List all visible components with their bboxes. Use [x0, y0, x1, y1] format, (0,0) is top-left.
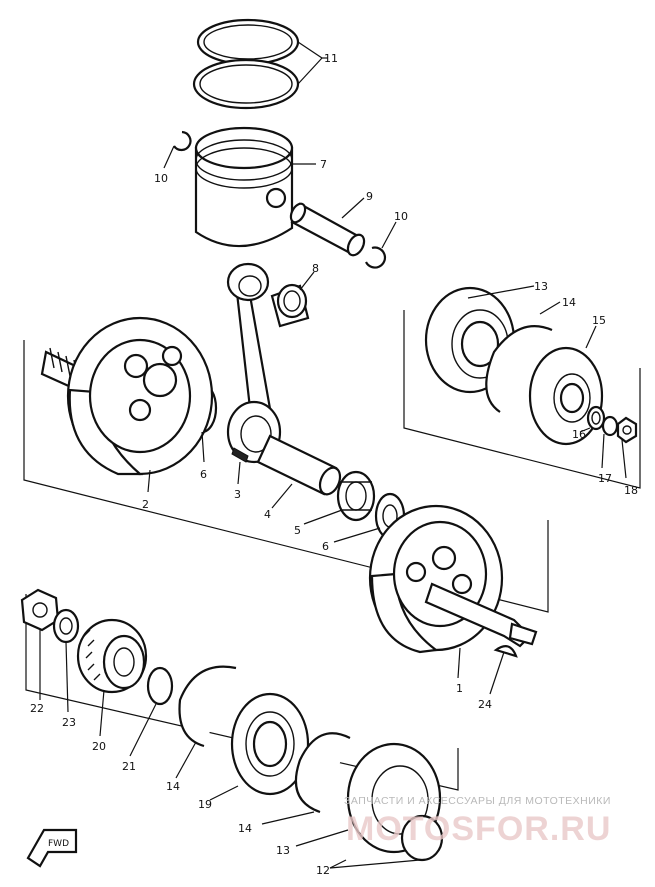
label-16: 16	[572, 428, 586, 441]
label-10-right: 10	[394, 210, 408, 223]
main-bearing-lower	[346, 742, 444, 862]
label-11: 11	[324, 52, 338, 65]
label-6-upper: 6	[200, 468, 207, 481]
label-24: 24	[478, 698, 492, 711]
circlip-left	[173, 130, 192, 152]
primary-drive-gear	[76, 618, 148, 694]
circlip-upper	[485, 325, 553, 413]
label-13-upper: 13	[534, 280, 548, 293]
crank-group-frame	[23, 340, 549, 613]
nut-upper	[616, 416, 638, 444]
piston-pin	[289, 202, 366, 257]
label-19: 19	[198, 798, 212, 811]
label-6-lower: 6	[322, 540, 329, 553]
washer-upper	[601, 415, 619, 437]
watermark-tagline: ЗАПЧАСТИ И АКСЕССУАРЫ ДЛЯ МОТОТЕХНИКИ	[344, 795, 611, 807]
small-end-bearing	[270, 283, 310, 328]
forward-arrow-marker: FWD	[26, 828, 78, 868]
label-14-lower-a: 14	[166, 780, 180, 793]
label-17: 17	[598, 472, 612, 485]
label-1: 1	[456, 682, 463, 695]
oil-seal-lower	[230, 692, 310, 796]
label-14-upper: 14	[562, 296, 576, 309]
label-15: 15	[592, 314, 606, 327]
label-8: 8	[312, 262, 319, 275]
nut-lower	[20, 588, 60, 632]
label-5: 5	[294, 524, 301, 537]
washer-lower	[52, 608, 80, 644]
big-end-bearing	[336, 470, 376, 522]
crank-pin	[256, 434, 342, 496]
label-4: 4	[264, 508, 271, 521]
woodruff-key	[493, 645, 518, 658]
label-3: 3	[234, 488, 241, 501]
oil-seal-upper	[528, 346, 604, 446]
label-21: 21	[122, 760, 136, 773]
label-18: 18	[624, 484, 638, 497]
piston-rings	[192, 18, 300, 110]
circlip-lower-small	[146, 666, 174, 706]
crank-right-half	[368, 504, 538, 654]
bearing-group-frame	[403, 310, 641, 489]
label-13-lower: 13	[276, 844, 290, 857]
circlip-right	[365, 246, 387, 269]
forward-label: FWD	[48, 839, 69, 849]
label-23: 23	[62, 716, 76, 729]
piston	[194, 126, 294, 248]
watermark-brand: MOTOSFOR.RU	[346, 810, 611, 848]
crank-left-half	[40, 316, 214, 476]
label-10-left: 10	[154, 172, 168, 185]
label-22: 22	[30, 702, 44, 715]
label-9: 9	[366, 190, 373, 203]
circlip-lower-a	[178, 665, 237, 748]
circlip-lower-b	[294, 732, 351, 814]
leader-lines	[39, 41, 627, 869]
label-12: 12	[316, 864, 330, 877]
label-7: 7	[320, 158, 327, 171]
label-2: 2	[142, 498, 149, 511]
collar	[586, 405, 606, 431]
label-20: 20	[92, 740, 106, 753]
label-14-lower-b: 14	[238, 822, 252, 835]
connecting-rod	[226, 262, 282, 464]
